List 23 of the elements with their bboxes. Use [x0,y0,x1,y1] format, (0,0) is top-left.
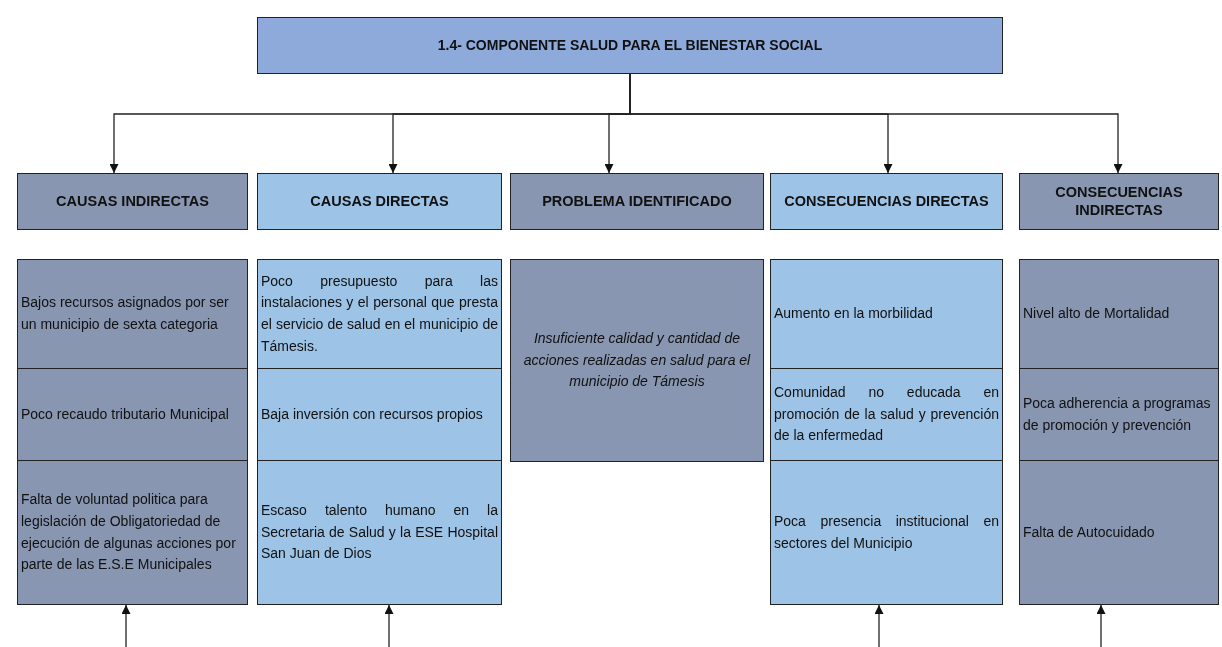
cause-box: Baja inversión con recursos propios [257,368,502,461]
cause-box: Aumento en la morbilidad [770,259,1003,369]
title-box: 1.4- COMPONENTE SALUD PARA EL BIENESTAR SOCIAL [257,17,1003,74]
column-header: CONSECUENCIAS INDIRECTAS [1019,173,1219,230]
column-header: CAUSAS INDIRECTAS [17,173,248,230]
cause-box: Comunidad no educada en promoción de la salud y prevención de la enfermedad [770,368,1003,461]
cause-box: Falta de voluntad politica para legislación de Obligatoriedad de ejecución de algunas acciones por parte de las E.S.E Municipales [17,460,248,605]
column-header: PROBLEMA IDENTIFICADO [510,173,764,230]
problem-box: Insuficiente calidad y cantidad de acciones realizadas en salud para el municipio de Támesis [510,259,764,462]
cause-box: Poco recaudo tributario Municipal [17,368,248,461]
cause-box: Poca presencia institucional en sectores del Municipio [770,460,1003,605]
column-header: CONSECUENCIAS DIRECTAS [770,173,1003,230]
arrow [1096,604,1106,647]
cause-box: Bajos recursos asignados por ser un municipio de sexta categoria [17,259,248,369]
arrow [384,604,394,647]
cause-box: Nivel alto de Mortalidad [1019,259,1219,369]
arrow [121,604,131,647]
cause-box: Poco presupuesto para las instalaciones y el personal que presta el servicio de salud en el municipio de Támesis. [257,259,502,369]
column-header: CAUSAS DIRECTAS [257,173,502,230]
cause-box: Poca adherencia a programas de promoción y prevención [1019,368,1219,461]
cause-box: Falta de Autocuidado [1019,460,1219,605]
cause-box: Escaso talento humano en la Secretaria de Salud y la ESE Hospital San Juan de Dios [257,460,502,605]
arrow [874,604,884,647]
